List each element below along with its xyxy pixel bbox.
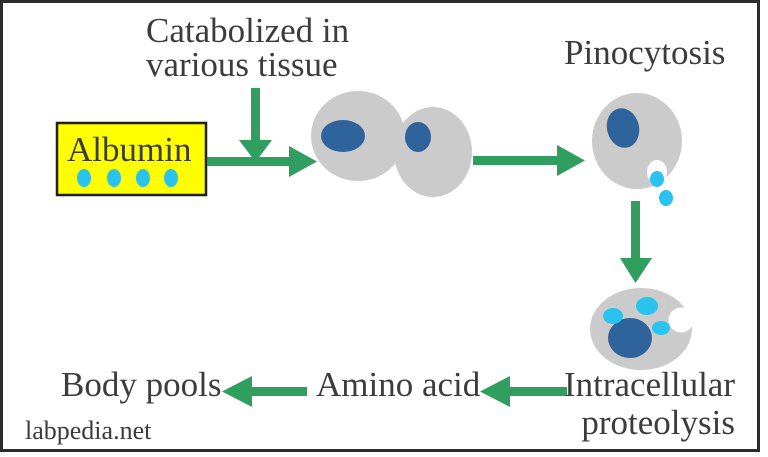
pinocytosis-cell-nucleus	[606, 108, 640, 148]
albumin-molecule-dot	[164, 169, 178, 187]
label-amino-acid: Amino acid	[316, 365, 481, 404]
proteolysis-cell-nucleus	[608, 318, 652, 358]
albumin-molecule-dot	[77, 169, 91, 187]
albumin-molecule-dot	[107, 169, 121, 187]
label-pinocytosis: Pinocytosis	[564, 33, 726, 72]
vesicle-dot	[652, 321, 670, 335]
arrow-albumin-to-tissue	[207, 146, 317, 177]
arrow-amino-to-bodypools	[222, 376, 307, 407]
albumin-molecule-dot	[136, 169, 150, 187]
vesicle-dot	[650, 171, 664, 187]
arrow-pinocytosis-down	[620, 201, 652, 283]
pinocytosis-cell	[592, 93, 682, 189]
label-line: Catabolized in	[146, 11, 350, 50]
label-catabolized: Catabolized in various tissue	[146, 11, 350, 84]
label-line: various tissue	[146, 45, 338, 84]
vesicle-dot	[659, 190, 673, 206]
watermark-labpedia: labpedia.net	[25, 416, 152, 445]
arrow-catabolized-down	[239, 88, 272, 162]
arrow-tissue-to-pinocytosis	[473, 145, 585, 176]
label-line: Intracellular	[563, 365, 735, 404]
vesicle-dot	[603, 308, 623, 324]
proteolysis-cell-bite	[668, 307, 694, 333]
vesicle-dot	[636, 297, 658, 315]
label-line: proteolysis	[581, 403, 735, 442]
label-albumin: Albumin	[67, 130, 192, 169]
tissue-cell-right	[394, 107, 472, 197]
tissue-cell-left-nucleus	[321, 120, 365, 152]
label-intracellular-proteolysis: Intracellular proteolysis	[553, 366, 735, 442]
arrow-proteolysis-to-amino	[480, 376, 567, 407]
label-body-pools: Body pools	[61, 365, 222, 404]
tissue-cell-right-nucleus	[405, 122, 431, 152]
